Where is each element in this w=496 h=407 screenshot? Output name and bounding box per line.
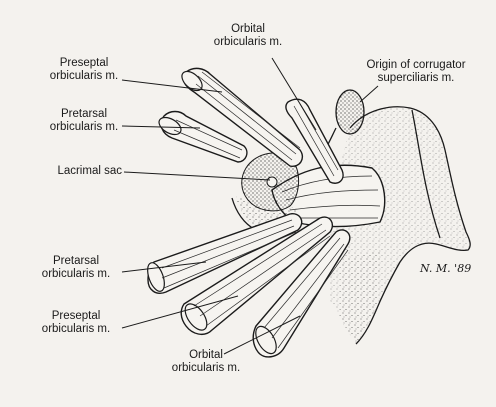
lower-rim-stipple: [340, 250, 380, 344]
label-corrugator: Origin of corrugator superciliaris m.: [366, 59, 466, 84]
leader-pretarsal-bottom: [121, 261, 207, 273]
orbital-muscle-bottom: [252, 229, 351, 358]
pretarsal-muscle-bottom: [147, 213, 303, 294]
artist-signature: N. M. '89: [420, 262, 472, 275]
label-orbital-top: Orbital orbicularis m.: [213, 23, 283, 48]
leader-pretarsal-top: [121, 125, 201, 129]
label-lacrimal-sac: Lacrimal sac: [57, 165, 122, 177]
label-preseptal-bottom: Preseptal orbicularis m.: [41, 310, 111, 335]
preseptal-muscle-bottom: [180, 216, 334, 336]
leader-preseptal-bottom: [121, 295, 239, 329]
pretarsal-muscle-top: [158, 110, 248, 163]
leader-orbital-top: [271, 57, 317, 131]
corrugator-origin-shape: [335, 89, 365, 135]
label-pretarsal-bottom: Pretarsal orbicularis m.: [41, 255, 111, 280]
leader-preseptal-top: [121, 79, 223, 93]
label-pretarsal-top: Pretarsal orbicularis m.: [49, 108, 119, 133]
leader-orbital-bottom: [223, 315, 301, 355]
leader-lacrimal-sac: [123, 171, 271, 181]
label-orbital-bottom: Orbital orbicularis m.: [171, 349, 241, 374]
label-preseptal-top: Preseptal orbicularis m.: [49, 57, 119, 82]
leader-corrugator: [359, 85, 379, 103]
